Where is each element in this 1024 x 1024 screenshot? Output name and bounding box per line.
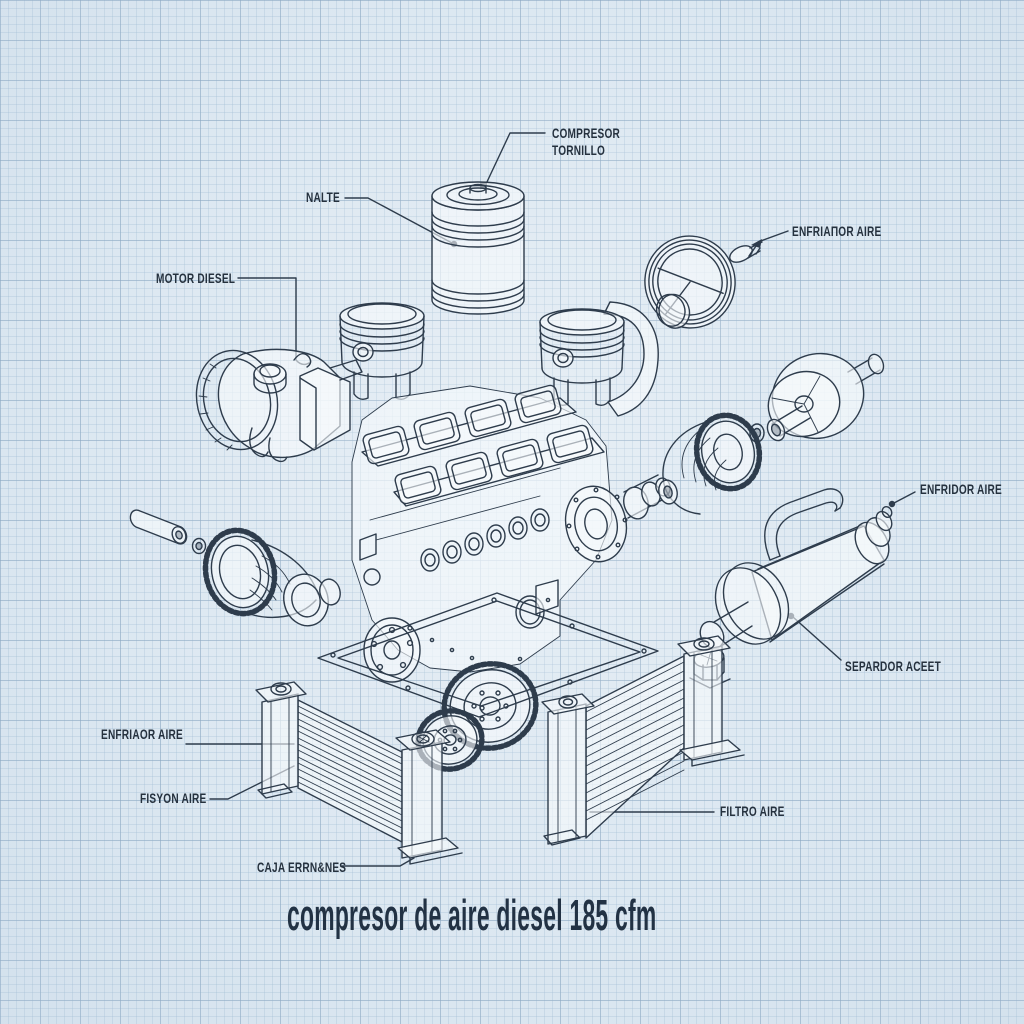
end-cap-drawing: [644, 235, 736, 329]
leader-dot-enfridor-right: [888, 500, 896, 508]
leader-compresor-tornillo: [485, 132, 546, 185]
leader-enfriador-top: [757, 230, 789, 243]
leader-caja: [341, 857, 415, 867]
pulley-assembly-drawing: [749, 352, 885, 443]
label-motor-diesel: MOTOR DIESEL: [156, 270, 236, 286]
leader-nalte: [344, 197, 453, 244]
label-separdor-aceet: SEPARDOR ACEET: [845, 658, 941, 674]
diagram-title: compresor de aire diesel 185 cfm: [287, 891, 657, 940]
label-fisyon-aire: FISYON AIRE: [140, 790, 207, 806]
oil-separator-drawing: [699, 488, 893, 650]
label-enfriaor-aire-left: ENFRIAOR AIRE: [101, 726, 183, 742]
motor-diesel-drawing: [195, 348, 363, 463]
label-filtro-aire: FILTRO AIRE: [720, 803, 785, 819]
piston-left-drawing: [339, 302, 425, 401]
label-nalte: NALTE: [306, 189, 340, 205]
engine-block-drawing: [351, 384, 628, 683]
radiator-right-drawing: [541, 635, 745, 846]
screw-top-drawing: [729, 241, 763, 263]
label-compresor-tornillo-line2: TORNILLO: [552, 141, 606, 158]
piston-right-drawing: [539, 301, 659, 417]
screw-compressor-cylinder-drawing: [431, 181, 525, 315]
label-compresor-tornillo: COMPRESOR TORNILLO: [552, 125, 620, 158]
label-enfriador-aire-top: ENFRIAΠOR AIRE: [792, 223, 882, 239]
label-enfridor-aire-right: ENFRIDOR AIRE: [920, 481, 1002, 497]
leader-separdor: [792, 616, 842, 661]
radiator-left-drawing: [255, 681, 463, 865]
dowel-pin-drawing: [129, 509, 207, 555]
base-plate-drawing: [317, 592, 659, 718]
worm-cone-drawing: [658, 412, 763, 515]
label-caja-errnanes: CAJA ERRN&NES: [257, 859, 347, 875]
gear-cone-left-drawing: [202, 527, 341, 627]
leader-enfridor-right: [893, 491, 916, 504]
label-compresor-tornillo-line1: COMPRESOR: [552, 125, 621, 141]
